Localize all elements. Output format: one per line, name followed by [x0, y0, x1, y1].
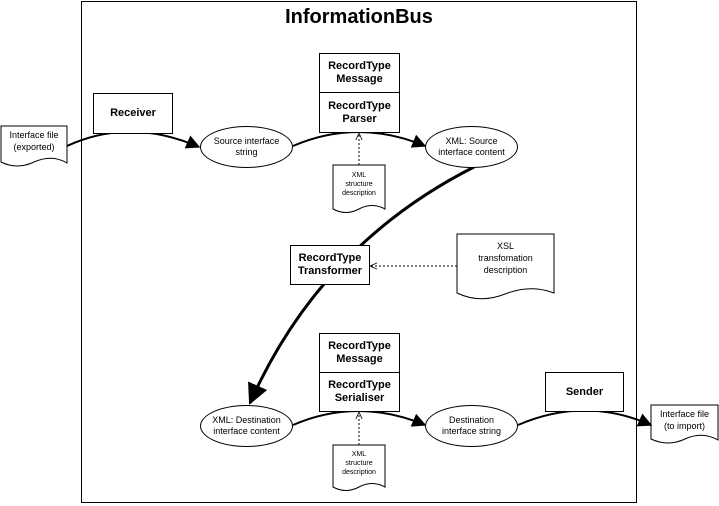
- flow-xml-destination-to-destination-string: [292, 410, 427, 427]
- xml-destination-content-node: XML: Destination interface content: [200, 405, 293, 447]
- document-shape-xsl-description: [456, 233, 555, 300]
- diagram-title: InformationBus: [285, 6, 433, 28]
- interface-file-exported-label: Interface file (exported): [9, 130, 59, 152]
- parser-box: RecordType Parser: [319, 92, 400, 133]
- document-shape-xml-structure-top: [332, 164, 386, 213]
- serialiser-message-box: RecordType Message: [319, 333, 400, 373]
- information-bus-frame: [81, 1, 637, 503]
- parser-message-box: RecordType Message: [319, 53, 400, 93]
- document-shape-interface-exported: [0, 125, 68, 167]
- xsl-transformation-label: XSL transfomation description: [478, 241, 533, 275]
- document-shape-xml-structure-bottom: [332, 444, 386, 491]
- flow-destination-string-to-import: [517, 409, 653, 427]
- sender-box: Sender: [545, 372, 624, 412]
- xml-structure-top-label: XML structure description: [342, 172, 376, 197]
- xml-structure-bottom-label: XML structure description: [342, 451, 376, 476]
- receiver-box: Receiver: [93, 93, 173, 134]
- source-interface-string-node: Source interface string: [200, 126, 293, 168]
- interface-file-import-label: Interface file (to import): [659, 409, 710, 431]
- serialiser-box: RecordType Serialiser: [319, 372, 400, 412]
- destination-interface-string-node: Destination interface string: [425, 405, 518, 447]
- flow-exported-to-source-string: [66, 130, 201, 149]
- xml-source-content-node: XML: Source interface content: [425, 126, 518, 168]
- transformer-box: RecordType Transformer: [290, 245, 370, 285]
- document-shape-interface-import: [650, 404, 719, 444]
